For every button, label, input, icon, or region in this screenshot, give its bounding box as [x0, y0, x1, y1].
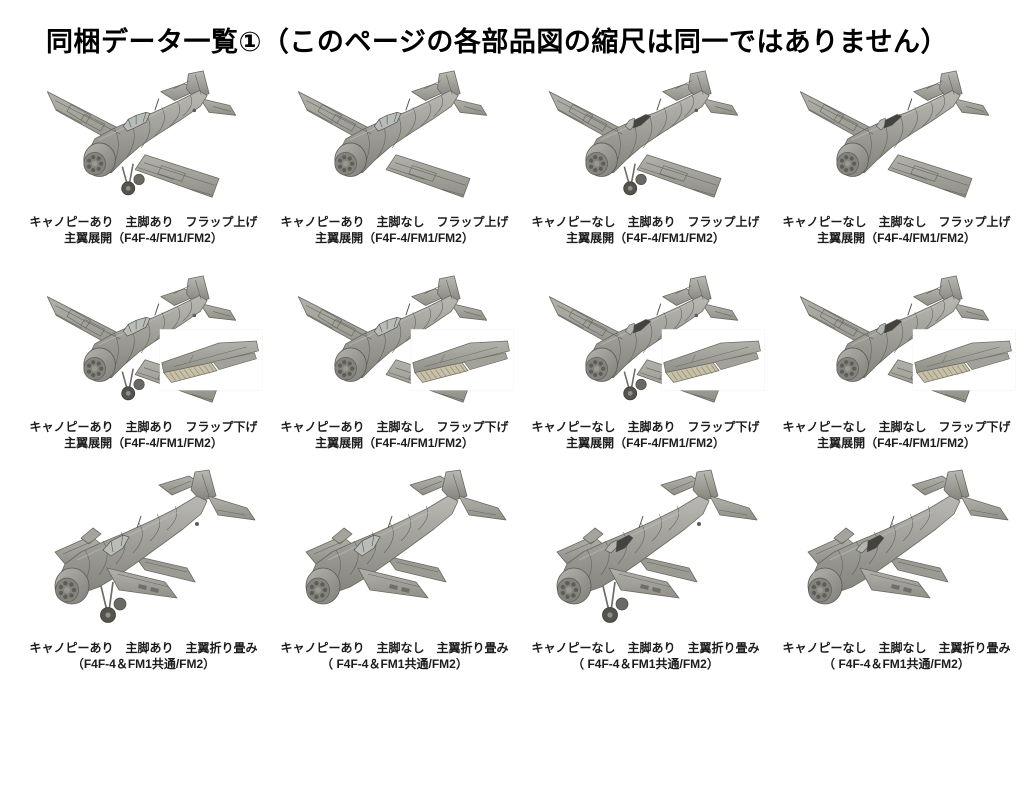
- aircraft-render: [19, 467, 269, 639]
- model-caption: キャノピーあり 主脚あり 主翼折り畳み （F4F-4＆FM1共通/FM2）: [29, 640, 257, 672]
- aircraft-render: [22, 270, 266, 418]
- caption-line1: キャノピーあり 主脚なし フラップ下げ: [280, 420, 509, 434]
- caption-line2: （ F4F-4＆FM1共通/FM2）: [572, 657, 719, 671]
- aircraft-render: [273, 270, 517, 418]
- caption-line1: キャノピーあり 主脚なし フラップ上げ: [280, 215, 509, 229]
- model-caption: キャノピーなし 主脚なし フラップ上げ 主翼展開（F4F-4/FM1/FM2）: [782, 214, 1010, 246]
- caption-line2: 主翼展開（F4F-4/FM1/FM2）: [566, 231, 725, 245]
- caption-line2: 主翼展開（F4F-4/FM1/FM2）: [315, 231, 474, 245]
- aircraft-render: [273, 65, 517, 213]
- caption-line1: キャノピーなし 主脚あり フラップ下げ: [531, 420, 760, 434]
- aircraft-3d-view: [521, 467, 771, 639]
- aircraft-3d-view: [273, 270, 513, 418]
- aircraft-render: [270, 467, 520, 639]
- model-cell-7: キャノピーなし 主脚あり フラップ下げ 主翼展開（F4F-4/FM1/FM2）: [520, 270, 771, 451]
- aircraft-3d-view: [775, 270, 1015, 418]
- model-cell-3: キャノピーなし 主脚あり フラップ上げ 主翼展開（F4F-4/FM1/FM2）: [520, 65, 771, 246]
- aircraft-render: [775, 270, 1019, 418]
- aircraft-render: [521, 467, 771, 639]
- airframe-wings-folded: [306, 470, 506, 604]
- caption-line1: キャノピーあり 主脚あり フラップ上げ: [29, 215, 258, 229]
- caption-line2: 主翼展開（F4F-4/FM1/FM2）: [315, 436, 474, 450]
- aircraft-3d-view: [273, 65, 517, 213]
- caption-line2: 主翼展開（F4F-4/FM1/FM2）: [817, 231, 976, 245]
- caption-line2: （F4F-4＆FM1共通/FM2）: [71, 657, 216, 671]
- page-title: 同梱データ一覧①（このページの各部品図の縮尺は同一ではありません）: [46, 27, 949, 57]
- model-caption: キャノピーあり 主脚あり フラップ上げ 主翼展開（F4F-4/FM1/FM2）: [29, 214, 257, 246]
- caption-line1: キャノピーあり 主脚あり 主翼折り畳み: [29, 641, 258, 655]
- caption-line1: キャノピーなし 主脚あり 主翼折り畳み: [531, 641, 760, 655]
- model-caption: キャノピーなし 主脚なし フラップ下げ 主翼展開（F4F-4/FM1/FM2）: [782, 419, 1010, 451]
- airframe-wings-folded: [808, 470, 1008, 604]
- catalog-page: 同梱データ一覧①（このページの各部品図の縮尺は同一ではありません） キャノピーあ…: [0, 20, 1024, 672]
- model-caption: キャノピーあり 主脚なし フラップ上げ 主翼展開（F4F-4/FM1/FM2）: [280, 214, 508, 246]
- model-grid: キャノピーあり 主脚あり フラップ上げ 主翼展開（F4F-4/FM1/FM2） …: [0, 65, 1024, 672]
- caption-line2: 主翼展開（F4F-4/FM1/FM2）: [566, 436, 725, 450]
- aircraft-render: [524, 65, 768, 213]
- caption-line1: キャノピーなし 主脚なし フラップ上げ: [782, 215, 1011, 229]
- model-caption: キャノピーあり 主脚あり フラップ下げ 主翼展開（F4F-4/FM1/FM2）: [29, 419, 257, 451]
- model-cell-9: キャノピーあり 主脚あり 主翼折り畳み （F4F-4＆FM1共通/FM2）: [18, 467, 269, 672]
- model-cell-2: キャノピーあり 主脚なし フラップ上げ 主翼展開（F4F-4/FM1/FM2）: [269, 65, 520, 246]
- aircraft-3d-view: [22, 65, 266, 213]
- model-caption: キャノピーなし 主脚あり フラップ上げ 主翼展開（F4F-4/FM1/FM2）: [531, 214, 759, 246]
- model-caption: キャノピーなし 主脚あり 主翼折り畳み （ F4F-4＆FM1共通/FM2）: [531, 640, 759, 672]
- caption-line1: キャノピーなし 主脚なし フラップ下げ: [782, 420, 1011, 434]
- flap-detail-inset: [912, 329, 1015, 391]
- caption-line1: キャノピーあり 主脚なし 主翼折り畳み: [280, 641, 509, 655]
- model-cell-11: キャノピーなし 主脚あり 主翼折り畳み （ F4F-4＆FM1共通/FM2）: [520, 467, 771, 672]
- model-cell-5: キャノピーあり 主脚あり フラップ下げ 主翼展開（F4F-4/FM1/FM2）: [18, 270, 269, 451]
- airframe-wings-extended: [800, 71, 988, 197]
- aircraft-3d-view: [270, 467, 520, 639]
- flap-detail-inset: [159, 329, 262, 391]
- model-caption: キャノピーなし 主脚なし 主翼折り畳み （ F4F-4＆FM1共通/FM2）: [782, 640, 1010, 672]
- aircraft-3d-view: [524, 65, 768, 213]
- model-caption: キャノピーあり 主脚なし フラップ下げ 主翼展開（F4F-4/FM1/FM2）: [280, 419, 508, 451]
- aircraft-3d-view: [772, 467, 1022, 639]
- caption-line2: 主翼展開（F4F-4/FM1/FM2）: [817, 436, 976, 450]
- caption-line2: （ F4F-4＆FM1共通/FM2）: [823, 657, 970, 671]
- caption-line1: キャノピーあり 主脚あり フラップ下げ: [29, 420, 258, 434]
- model-caption: キャノピーなし 主脚あり フラップ下げ 主翼展開（F4F-4/FM1/FM2）: [531, 419, 759, 451]
- model-cell-1: キャノピーあり 主脚あり フラップ上げ 主翼展開（F4F-4/FM1/FM2）: [18, 65, 269, 246]
- aircraft-render: [775, 65, 1019, 213]
- airframe-wings-folded: [55, 470, 255, 604]
- aircraft-render: [524, 270, 768, 418]
- model-cell-12: キャノピーなし 主脚なし 主翼折り畳み （ F4F-4＆FM1共通/FM2）: [771, 467, 1022, 672]
- airframe-wings-extended: [298, 71, 486, 197]
- airframe-wings-folded: [557, 470, 757, 604]
- flap-detail-inset: [661, 329, 764, 391]
- aircraft-render: [772, 467, 1022, 639]
- flap-detail-inset: [410, 329, 513, 391]
- caption-line1: キャノピーなし 主脚なし 主翼折り畳み: [782, 641, 1011, 655]
- aircraft-3d-view: [19, 467, 269, 639]
- aircraft-3d-view: [775, 65, 1019, 213]
- aircraft-3d-view: [22, 270, 262, 418]
- model-cell-10: キャノピーあり 主脚なし 主翼折り畳み （ F4F-4＆FM1共通/FM2）: [269, 467, 520, 672]
- caption-line1: キャノピーなし 主脚あり フラップ上げ: [531, 215, 760, 229]
- model-caption: キャノピーあり 主脚なし 主翼折り畳み （ F4F-4＆FM1共通/FM2）: [280, 640, 508, 672]
- caption-line2: 主翼展開（F4F-4/FM1/FM2）: [64, 436, 223, 450]
- model-cell-4: キャノピーなし 主脚なし フラップ上げ 主翼展開（F4F-4/FM1/FM2）: [771, 65, 1022, 246]
- aircraft-render: [22, 65, 266, 213]
- aircraft-3d-view: [524, 270, 764, 418]
- model-cell-6: キャノピーあり 主脚なし フラップ下げ 主翼展開（F4F-4/FM1/FM2）: [269, 270, 520, 451]
- caption-line2: 主翼展開（F4F-4/FM1/FM2）: [64, 231, 223, 245]
- caption-line2: （ F4F-4＆FM1共通/FM2）: [321, 657, 468, 671]
- model-cell-8: キャノピーなし 主脚なし フラップ下げ 主翼展開（F4F-4/FM1/FM2）: [771, 270, 1022, 451]
